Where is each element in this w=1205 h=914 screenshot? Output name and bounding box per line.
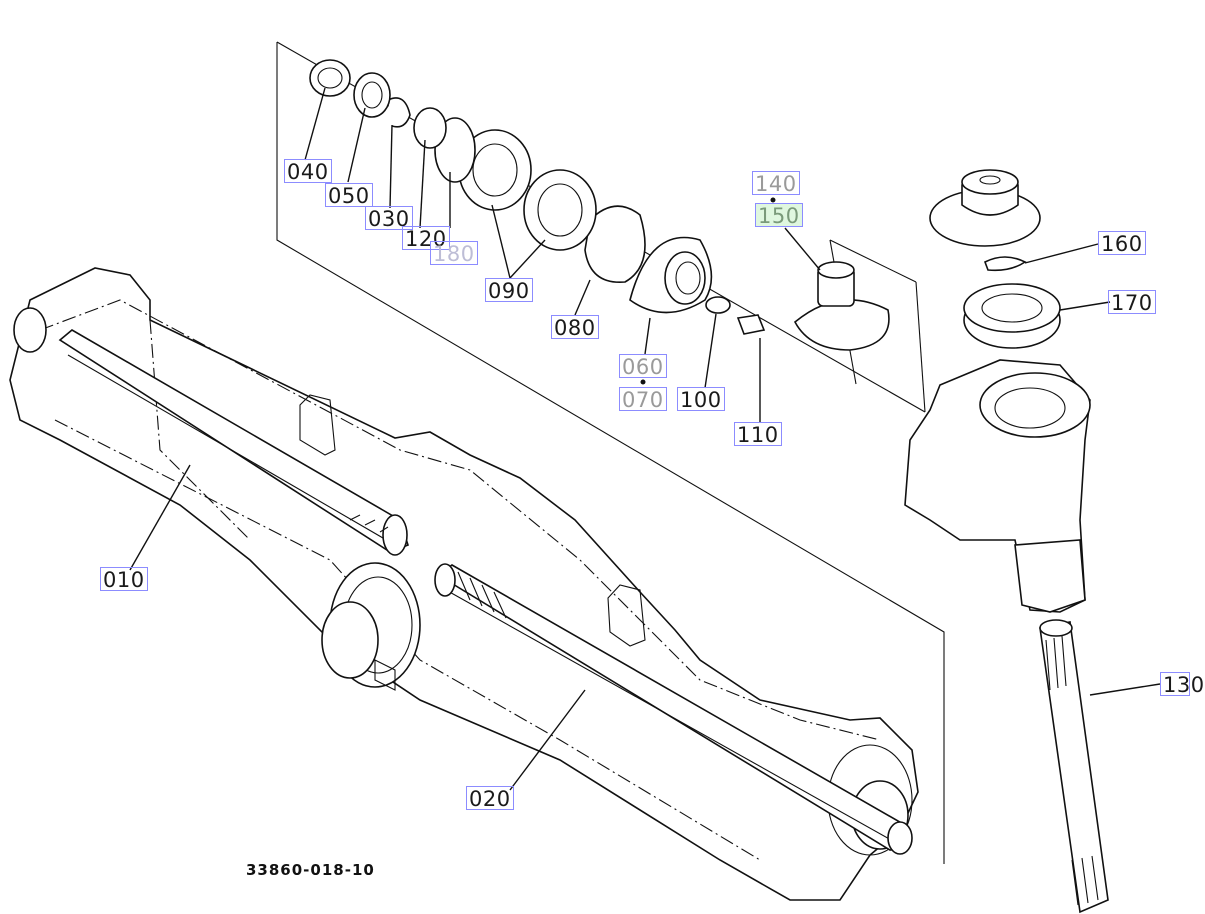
callout-150[interactable]: 150 <box>755 203 803 228</box>
snap-ring-080 <box>584 205 646 283</box>
callout-130[interactable]: 130 <box>1160 672 1204 697</box>
callout-140[interactable]: 140 <box>752 171 800 196</box>
callout-070[interactable]: 070 <box>619 387 667 412</box>
callout-170[interactable]: 170 <box>1108 290 1156 315</box>
callout-120[interactable]: 120 <box>402 226 450 251</box>
callout-100[interactable]: 100 <box>677 387 725 412</box>
ring-120 <box>413 107 447 149</box>
collar-040 <box>309 59 351 97</box>
callout-160[interactable]: 160 <box>1098 231 1146 256</box>
callout-040[interactable]: 040 <box>284 159 332 184</box>
callout-060[interactable]: 060 <box>619 354 667 379</box>
bearing-090 <box>458 129 597 251</box>
bearing-170 <box>963 283 1061 349</box>
leader-lines <box>129 87 1161 791</box>
callout-110[interactable]: 110 <box>734 422 782 447</box>
washer-100 <box>705 296 731 314</box>
callout-090[interactable]: 090 <box>485 278 533 303</box>
callout-010[interactable]: 010 <box>100 567 148 592</box>
callout-080[interactable]: 080 <box>551 315 599 340</box>
shaft-130 <box>1039 619 1109 914</box>
bolt-110 <box>736 314 766 335</box>
shaft-020 <box>434 563 913 855</box>
shaft-010 <box>58 329 409 556</box>
top-cap <box>929 169 1041 247</box>
callout-020[interactable]: 020 <box>466 786 514 811</box>
callout-050[interactable]: 050 <box>325 183 373 208</box>
bevel-gear-150 <box>793 261 890 351</box>
snap-ring-030 <box>387 97 411 128</box>
drawing-number: 33860-018-10 <box>246 861 375 879</box>
gear-case <box>904 359 1091 613</box>
callout-180[interactable]: 180 <box>430 241 478 266</box>
snap-ring-160 <box>983 256 1027 272</box>
bevel-pinion-060 <box>629 236 713 314</box>
ring-050 <box>353 72 391 118</box>
